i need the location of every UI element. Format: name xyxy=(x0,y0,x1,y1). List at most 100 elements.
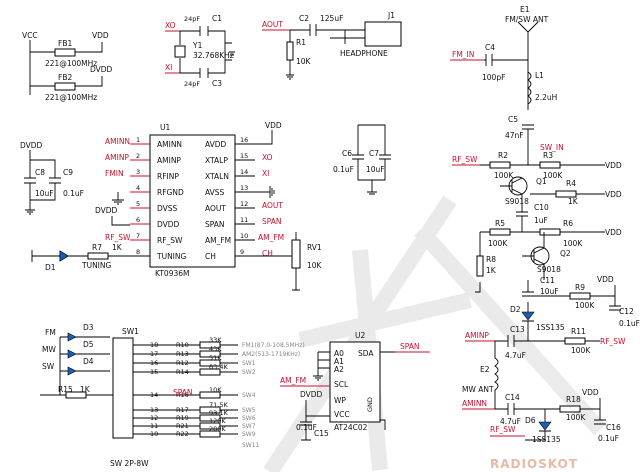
u1-left-pin-num: 3 xyxy=(136,168,140,176)
u1-left-pin-name: DVSS xyxy=(157,204,178,213)
ferrite-bead-section: VCC VDD DVDD FB1 FB2 221@100MHz 221@100M… xyxy=(22,31,113,102)
r7-ref: R7 xyxy=(92,243,102,252)
u2-pin-wp: WP xyxy=(334,396,346,405)
r4-ref: R4 xyxy=(566,179,576,188)
switch-row-band: SW9 xyxy=(242,431,256,438)
span-net-u2: SPAN xyxy=(400,342,420,351)
u1-right-pin-num: 14 xyxy=(240,168,248,176)
c8-ref: C8 xyxy=(35,168,45,177)
u2-eeprom: U2 AT24C02 A0 A1 A2 SCL WP VCC SDA GND S… xyxy=(280,331,430,441)
r5-ref: R5 xyxy=(495,219,505,228)
c4-ref: C4 xyxy=(485,43,495,52)
c14-ref: C14 xyxy=(505,393,520,402)
d4-ref: D4 xyxy=(83,357,94,366)
switch-row-ref: R14 xyxy=(176,368,189,376)
r6-value: 100K xyxy=(563,239,583,248)
u1-ref: U1 xyxy=(160,123,170,132)
switch-row-pin: 14 xyxy=(150,391,158,399)
c2-value: 125uF xyxy=(320,14,343,23)
y1-value: 32.768KHz xyxy=(193,51,234,60)
r4-value: 1K xyxy=(568,197,579,206)
c9-value: 0.1uF xyxy=(63,189,84,198)
rv1-value: 10K xyxy=(307,261,323,270)
d6-part: 1SS135 xyxy=(532,435,561,444)
u1-left-pin-name: TUNING xyxy=(156,252,187,261)
watermark-text: RADIOSKOT xyxy=(490,457,578,471)
c13-ref: C13 xyxy=(510,325,525,334)
dvdd-label-c8: DVDD xyxy=(20,141,43,150)
aminn-net-rf: AMINN xyxy=(462,399,487,408)
r1-ref: R1 xyxy=(296,38,306,47)
xo-net-u1: XO xyxy=(262,153,273,162)
u1-left-pin-name: AMINN xyxy=(157,140,182,149)
c12-ref: C12 xyxy=(619,307,634,316)
fb1-ref: FB1 xyxy=(58,39,72,48)
c3-ref: C3 xyxy=(212,79,222,88)
switch-row-band: SW1 xyxy=(242,360,256,367)
u1-right-pin-num: 9 xyxy=(240,248,244,256)
u1-left-pin-num: 5 xyxy=(136,200,140,208)
c8-value: 10uF xyxy=(35,189,54,198)
c5-ref: C5 xyxy=(508,115,518,124)
r6-ref: R6 xyxy=(563,219,573,228)
r1-resistor xyxy=(286,41,294,61)
switch-row-ref: R10 xyxy=(176,341,189,349)
dvdd-label-fb: DVDD xyxy=(90,65,113,74)
switch-row-resistor xyxy=(199,430,221,438)
switch-row-band: FM1(87.0-108.5MHz) xyxy=(242,342,305,349)
headphone-label: HEADPHONE xyxy=(340,49,388,58)
switch-row-value: 200K xyxy=(209,425,226,433)
l1-value: 2.2uH xyxy=(535,93,557,102)
r18-resistor xyxy=(559,405,581,413)
switch-row-resistor xyxy=(199,422,221,430)
switch-row-resistor xyxy=(199,359,221,367)
u2-body xyxy=(329,341,381,423)
u1-right-pin-name: AVDD xyxy=(205,140,227,149)
c7-value: 10uF xyxy=(366,165,385,174)
switch-row-resistor xyxy=(199,406,221,414)
u2-ref: U2 xyxy=(355,331,365,340)
j1-jack xyxy=(364,21,402,47)
q2-ref: Q2 xyxy=(560,249,571,258)
fb1-bead xyxy=(54,48,76,57)
r15-ref: R15 xyxy=(58,385,73,394)
d2-part: 1SS135 xyxy=(536,323,565,332)
switch-row-ref: R21 xyxy=(176,422,189,430)
c16-value: 0.1uF xyxy=(598,434,619,443)
u1-left-pin-name: RFINP xyxy=(157,172,179,181)
vdd-label-r4: VDD xyxy=(605,190,622,199)
u1-right-pin-num: 15 xyxy=(240,152,248,160)
r11-ref: R11 xyxy=(571,327,586,336)
dvdd-label-u1: DVDD xyxy=(95,206,118,215)
r3-resistor xyxy=(539,161,561,169)
u1-left-pin-name: AMINP xyxy=(157,156,181,165)
xi-net-u1: XI xyxy=(262,169,269,178)
rfsw-net-d6: RF_SW xyxy=(490,425,516,434)
switch-row-ref: R12 xyxy=(176,359,189,367)
aminp-net-rf: AMINP xyxy=(465,331,489,340)
switch-row-band: SW4 xyxy=(242,392,256,399)
sw1-part: SW 2P-8W xyxy=(110,459,149,468)
c11-value: 10uF xyxy=(540,287,559,296)
u1-left-pin-num: 2 xyxy=(136,152,140,160)
u1-right-pin-num: 13 xyxy=(240,184,248,192)
switch-row-pin: 17 xyxy=(150,350,158,358)
u1-left-pin-num: 7 xyxy=(136,232,140,240)
c2-ref: C2 xyxy=(299,14,309,23)
u1-right-pin-name: AOUT xyxy=(205,204,226,213)
amfm-net-u1: AM_FM xyxy=(258,233,284,242)
fm-label: FM xyxy=(45,328,56,337)
q1-ref: Q1 xyxy=(536,177,547,186)
r8-ref: R8 xyxy=(486,255,496,264)
fb2-value: 221@100MHz xyxy=(45,93,97,102)
u2-pin-sda: SDA xyxy=(358,349,374,358)
switch-row-resistor xyxy=(199,350,221,358)
span-net-sw: SPAN xyxy=(173,388,193,397)
rv1-body xyxy=(291,239,301,269)
vdd-label-r18: VDD xyxy=(582,388,599,397)
switch-row-pin: 18 xyxy=(150,341,158,349)
rf-frontend: E1 FM/SW ANT FM_IN C4 100pF L1 2.2uH C5 … xyxy=(450,5,640,444)
switch-row-value: 120K xyxy=(209,417,226,425)
r18-ref: R18 xyxy=(566,395,581,404)
